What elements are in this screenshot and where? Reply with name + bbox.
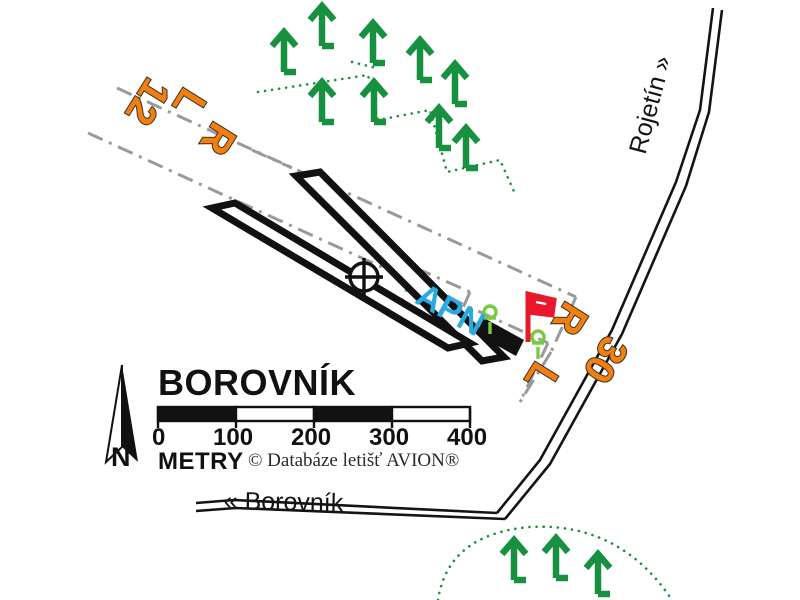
forest-boundary-north [256, 60, 518, 198]
tree-symbols [482, 304, 546, 359]
road-rojetin-line [495, 7, 724, 520]
page-title: BOROVNÍK [158, 362, 357, 403]
runway-12r-30l [288, 168, 512, 365]
north-arrow-icon [104, 364, 138, 465]
scale-bar [156, 405, 472, 428]
forest-symbol [541, 533, 571, 582]
forest-symbol [359, 77, 389, 126]
forest-symbol [269, 27, 299, 76]
forest-symbol [358, 18, 388, 67]
forest-boundary-south [436, 525, 674, 600]
forest-symbol [307, 77, 337, 126]
north-arrow-label: N [111, 442, 131, 472]
road-label-borovnik: « Borovník [223, 487, 344, 518]
scale-tick-0: 0 [152, 424, 166, 451]
tree-symbol [482, 304, 498, 334]
forest-symbols [269, 1, 613, 598]
scale-tick-100: 100 [213, 424, 254, 451]
forest-symbol [424, 103, 454, 152]
forest-symbol [451, 123, 481, 172]
scale-units-label: METRY [158, 448, 244, 475]
forest-symbol [307, 1, 337, 50]
forest-symbol [499, 535, 529, 584]
road-borovnik-line [195, 498, 506, 521]
forest-symbol [440, 59, 470, 108]
forest-symbol [405, 35, 435, 84]
apron-block [476, 318, 524, 356]
copyright-notice: © Databáze letišť AVION® [248, 450, 460, 471]
runway-12l-30r [202, 199, 480, 352]
arp-marker [345, 258, 383, 296]
forest-symbol [583, 549, 613, 598]
windsock-icon [525, 290, 557, 342]
road-network [195, 7, 724, 521]
scale-tick-300: 300 [369, 424, 410, 451]
tree-symbol [530, 329, 546, 359]
scale-tick-200: 200 [291, 424, 332, 451]
scale-tick-400: 400 [447, 424, 488, 451]
